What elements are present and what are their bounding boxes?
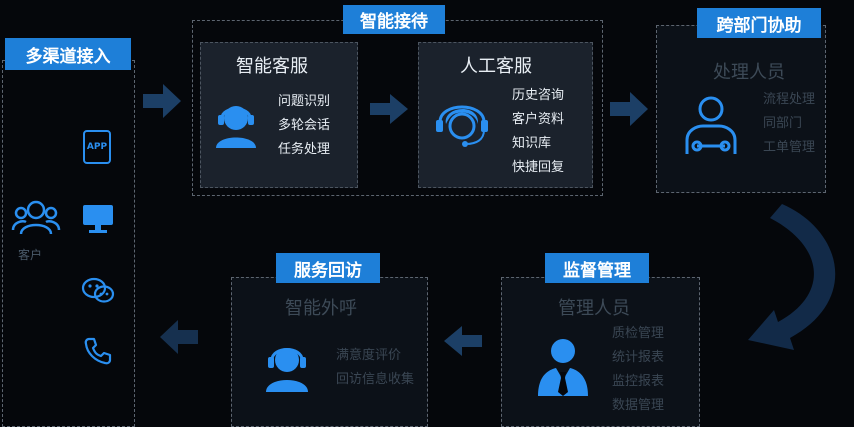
user-group-icon	[11, 200, 61, 235]
list-item: 多轮会话	[278, 118, 331, 133]
revisit-tag: 服务回访	[276, 253, 380, 283]
client-label: 客户	[18, 248, 43, 262]
list-item: 满意度评价	[336, 348, 402, 363]
list-item: 同部门	[763, 116, 803, 131]
flow-arrow-5	[160, 320, 198, 354]
reception-tag: 智能接待	[343, 5, 445, 34]
flow-arrow-3	[610, 92, 648, 126]
supervision-tag: 监督管理	[545, 253, 649, 283]
human-service-title: 人工客服	[460, 56, 532, 77]
cross-dept-panel	[656, 25, 826, 193]
smart-service-title: 智能客服	[236, 56, 308, 77]
list-item: 监控报表	[612, 374, 665, 389]
app-label: APP	[86, 142, 108, 152]
worker-wrench-icon	[685, 96, 737, 154]
flow-arrow-2	[370, 94, 408, 124]
list-item: 质检管理	[612, 326, 665, 341]
list-item: 问题识别	[278, 94, 331, 109]
computer-icon	[83, 205, 113, 233]
list-item: 数据管理	[612, 398, 665, 413]
wechat-icon	[81, 277, 115, 303]
flow-arrow-1	[143, 84, 181, 118]
cross-dept-title: 处理人员	[713, 62, 785, 83]
phone-icon	[84, 337, 112, 365]
revisit-list: 满意度评价 回访信息收集	[336, 344, 414, 392]
flow-arrow-4	[444, 326, 482, 356]
human-service-box	[418, 42, 593, 188]
list-item: 知识库	[512, 136, 552, 151]
supervision-title: 管理人员	[558, 298, 630, 319]
list-item: 统计报表	[612, 350, 665, 365]
list-item: 回访信息收集	[336, 372, 415, 387]
list-item: 工单管理	[763, 140, 816, 155]
curved-flow-arrow	[748, 204, 836, 350]
supervision-list: 质检管理 统计报表 监控报表 数据管理	[612, 322, 664, 418]
list-item: 快捷回复	[512, 160, 565, 175]
list-item: 任务处理	[278, 142, 331, 157]
list-item: 流程处理	[763, 92, 816, 107]
revisit-title: 智能外呼	[285, 298, 357, 319]
channels-panel	[2, 60, 135, 427]
list-item: 客户资料	[512, 112, 565, 127]
headset-agent-icon	[216, 106, 256, 148]
app-icon: APP	[83, 130, 111, 164]
human-service-list: 历史咨询 客户资料 知识库 快捷回复	[512, 84, 564, 180]
female-agent-icon	[436, 105, 488, 147]
manager-icon	[538, 339, 588, 396]
smart-service-list: 问题识别 多轮会话 任务处理	[278, 90, 330, 162]
headset-agent-icon	[266, 348, 308, 392]
cross-dept-tag: 跨部门协助	[697, 8, 821, 38]
channels-tag: 多渠道接入	[5, 38, 131, 70]
cross-dept-list: 流程处理 同部门 工单管理	[763, 88, 815, 160]
list-item: 历史咨询	[512, 88, 565, 103]
